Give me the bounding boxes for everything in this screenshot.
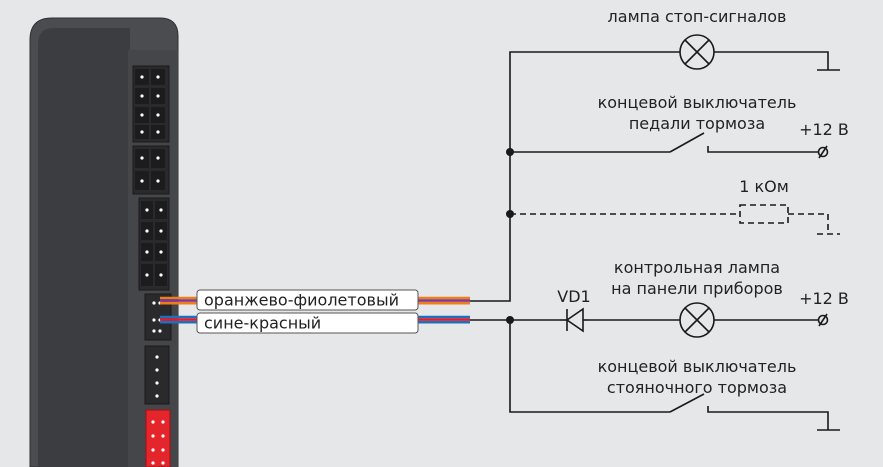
connector-block-2 [132,145,170,195]
label-parking-switch-2: стояночного тормоза [607,378,787,397]
terminal-plus12-bottom [817,313,829,327]
indicator-lamp-icon [679,302,715,338]
parking-switch-contact [669,393,705,413]
terminal-plus12-top [817,145,829,159]
label-resistor: 1 кОм [739,177,789,196]
parking-switch-wire-left [509,320,670,413]
alarm-unit [29,17,179,467]
resistor-branch [510,204,840,235]
wire-label-blue-red-text: сине-красный [204,314,321,333]
junctions [506,148,514,324]
label-diode: VD1 [557,287,590,306]
label-pedal-switch-2: педали тормоза [629,114,765,133]
label-brake-lamp: лампа стоп-сигналов [608,7,787,26]
brake-lamp-icon [679,34,715,70]
red-connector [145,409,171,467]
connector-block-1 [132,65,170,143]
resistor-symbol [739,204,789,224]
parking-switch-wire-right [707,406,829,430]
label-parking-switch-1: концевой выключатель [598,357,797,376]
junction-signal [506,316,514,324]
label-pedal-switch-1: концевой выключатель [598,93,797,112]
diode-icon [560,307,588,333]
label-plus12-bottom: +12 В [799,289,849,308]
wire-label-blue-red: сине-красный [196,312,419,334]
resistor-wire-right [788,213,829,234]
wire-label-orange-violet: оранжево-фиолетовый [196,289,419,311]
label-indicator-lamp-1: контрольная лампа [614,258,780,277]
pedal-switch-contact [669,132,705,153]
connector-block-3 [138,197,170,291]
main-bus-wire [470,51,680,302]
pedal-switch-wire-right [707,146,818,153]
label-indicator-lamp-2: на панели приборов [611,279,783,298]
connector-block-5 [144,345,170,405]
junction-pedal [506,148,514,156]
junction-resistor [506,210,514,218]
brake-lamp-ground-wire [714,51,829,70]
wire-label-orange-violet-text: оранжево-фиолетовый [204,291,399,310]
schematic [470,51,840,431]
label-plus12-top: +12 В [799,120,849,139]
